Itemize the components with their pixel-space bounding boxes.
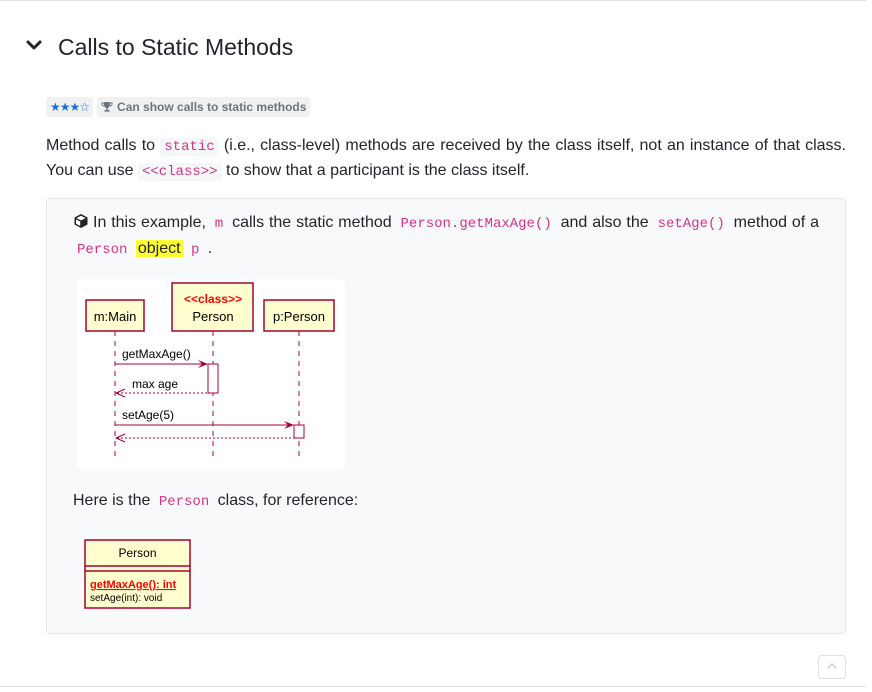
- section-title: Calls to Static Methods: [58, 34, 294, 60]
- intro-paragraph: Method calls to static (i.e., class-leve…: [46, 134, 846, 184]
- arrowhead: [284, 421, 294, 429]
- arrowhead: [114, 433, 126, 443]
- reference-text: Here is the: [73, 492, 155, 509]
- intro-text: to show that a participant is the class …: [221, 162, 530, 179]
- message-return-label: max age: [132, 377, 178, 391]
- code-static: static: [160, 138, 219, 156]
- code-class-stereotype: <<class>>: [137, 163, 222, 181]
- reference-paragraph: Here is the Person class, for reference:: [73, 489, 358, 514]
- code-p: p: [191, 242, 200, 258]
- top-divider: [0, 0, 866, 1]
- participant-class: <<class>> Person: [171, 282, 254, 332]
- reference-text: class, for reference:: [213, 492, 359, 509]
- chevron-down-icon[interactable]: [24, 36, 44, 56]
- trophy-icon: [101, 101, 113, 113]
- participant-main: m:Main: [85, 299, 145, 332]
- sequence-diagram: m:Main <<class>> Person p:Person getMaxA…: [77, 279, 345, 469]
- message-getmaxage-label: getMaxAge(): [122, 347, 191, 361]
- example-text: calls the static method: [227, 214, 397, 231]
- class-name: Person: [118, 546, 156, 560]
- example-paragraph: In this example, m calls the static meth…: [73, 211, 819, 262]
- chevron-up-icon: [826, 658, 838, 676]
- outcome-label: Can show calls to static methods: [117, 100, 307, 114]
- outcome-badge: Can show calls to static methods: [97, 97, 311, 117]
- bottom-divider: [0, 686, 866, 687]
- participant-person-label: p:Person: [273, 309, 325, 324]
- activation-person: [293, 424, 305, 439]
- class-diagram: Person getMaxAge(): int setAge(int): voi…: [84, 539, 194, 616]
- code-setage: setAge(): [657, 216, 725, 232]
- arrowhead: [198, 360, 208, 368]
- star-rating-icon: ★★★☆: [50, 100, 90, 114]
- intro-text: Method calls to: [46, 137, 161, 154]
- participant-main-label: m:Main: [94, 309, 137, 324]
- code-person: Person: [158, 494, 210, 510]
- scroll-top-button[interactable]: [818, 655, 846, 679]
- arrowhead: [114, 388, 126, 398]
- example-text: In this example,: [93, 214, 211, 231]
- example-card: In this example, m calls the static meth…: [46, 198, 846, 634]
- class-static-method: getMaxAge(): int: [90, 579, 177, 591]
- participant-person: p:Person: [263, 299, 335, 332]
- example-text: and also the: [555, 214, 654, 231]
- activation-class: [207, 363, 219, 394]
- class-stereotype-label: <<class>>: [184, 292, 242, 306]
- message-setage-label: setAge(5): [122, 408, 174, 422]
- code-m: m: [214, 216, 224, 232]
- highlighted-word: object: [135, 240, 183, 257]
- class-method: setAge(int): void: [90, 593, 162, 604]
- intro-text: (i.e., class-level) methods are received…: [46, 137, 846, 179]
- badge-row: ★★★☆ Can show calls to static methods: [46, 97, 311, 117]
- star-rating-badge: ★★★☆: [46, 97, 94, 117]
- example-text: method of a: [728, 214, 820, 231]
- code-getmaxage: Person.getMaxAge(): [400, 216, 552, 232]
- example-text: .: [203, 240, 213, 257]
- code-person: Person: [77, 242, 128, 258]
- cube-icon: [73, 213, 89, 237]
- participant-class-label: Person: [192, 309, 233, 324]
